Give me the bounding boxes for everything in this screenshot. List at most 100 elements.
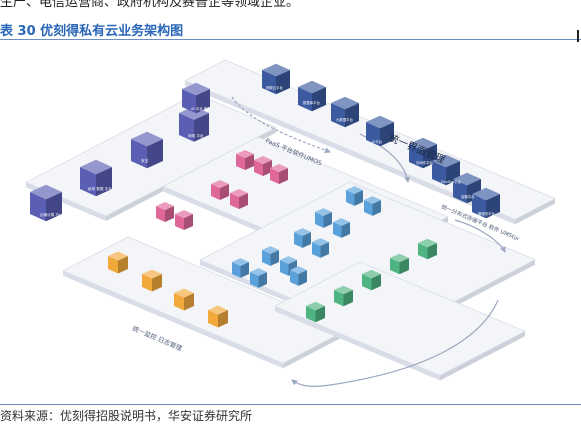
- blue-cube-left: [333, 222, 342, 238]
- blue-cube-top: [312, 238, 329, 246]
- blue-cube-right: [270, 250, 279, 266]
- pink-cube-right: [245, 154, 254, 171]
- pink-cube-left: [175, 214, 184, 231]
- top-cube-label: 大数据平台: [336, 117, 354, 122]
- left-cube-label: 私有 数据 平台: [88, 186, 112, 191]
- blue-cube-left: [262, 250, 271, 266]
- orange-cube: [108, 251, 128, 274]
- blue-cube-left: [232, 262, 241, 278]
- blue-cube-right: [354, 190, 363, 206]
- top-cube-label: DevOps平台: [441, 179, 462, 184]
- green-cube-right: [371, 274, 381, 291]
- blue-cube-right: [323, 212, 332, 228]
- top-cube-top: [453, 172, 481, 186]
- source-row: 资料来源：优刻得招股说明书，华安证券研究所: [0, 404, 581, 423]
- right-border-tick: [577, 30, 579, 42]
- blue-cube: [232, 258, 249, 278]
- top-cube: [453, 172, 481, 204]
- top-cube-top: [432, 154, 460, 168]
- blue-cube-right: [240, 262, 249, 278]
- top-cube-top: [366, 115, 394, 129]
- pink-cube-left: [270, 168, 279, 185]
- top-cube-left: [432, 161, 446, 186]
- pink-cube-right: [220, 184, 229, 201]
- blue-cube-right: [302, 232, 311, 248]
- connector-arrow: [231, 96, 331, 154]
- clipped-top-text: 生产、电信运营商、政府机构及赛普企等领域企业。: [0, 0, 300, 9]
- green-cube-right: [343, 290, 353, 307]
- blue-cube: [294, 228, 311, 248]
- left-cube: [30, 184, 62, 222]
- top-cube-left: [472, 194, 486, 219]
- left-cube-right: [46, 192, 62, 222]
- orange-cube-top: [174, 288, 194, 298]
- blue-cube-left: [250, 272, 259, 288]
- pink-cube: [254, 155, 272, 177]
- orange-cube-left: [174, 293, 184, 311]
- top-cube-left: [298, 87, 312, 112]
- orange-cube-top: [142, 269, 162, 279]
- left-cube-left: [179, 113, 194, 142]
- platform-monitoring-edge: [63, 270, 283, 369]
- blue-cube-left: [290, 270, 299, 286]
- left-cube: [182, 82, 210, 114]
- source-note: 资料来源：优刻得招股说明书，华安证券研究所: [0, 409, 253, 423]
- top-cube-left: [409, 144, 423, 169]
- blue-cube-top: [294, 228, 311, 236]
- green-cube-right: [399, 258, 409, 275]
- blue-cube-left: [346, 190, 355, 206]
- pink-cube: [156, 201, 174, 223]
- blue-cube-top: [333, 218, 350, 226]
- blue-cube-left: [364, 200, 373, 216]
- pink-cube-left: [254, 160, 263, 177]
- left-cube-left: [80, 167, 96, 197]
- figure-title: 表 30 优刻得私有云业务架构图: [0, 24, 184, 39]
- top-cube-left: [366, 122, 380, 147]
- orange-cube-top: [108, 251, 128, 261]
- blue-cube-top: [315, 208, 332, 216]
- blue-cube-left: [280, 260, 289, 276]
- top-cube-label: 微服务平台: [478, 211, 496, 216]
- connector-arrow: [454, 219, 506, 253]
- pink-cube: [236, 149, 254, 171]
- pink-cube-top: [254, 155, 272, 165]
- green-cube: [334, 285, 353, 307]
- pink-cube-right: [263, 160, 272, 177]
- orange-cube: [174, 288, 194, 311]
- green-cube-right: [427, 243, 437, 260]
- blue-cube-left: [294, 232, 303, 248]
- orange-cube-left: [142, 274, 152, 292]
- left-cube-left: [182, 89, 196, 114]
- blue-cube: [312, 238, 329, 258]
- pink-cube-top: [211, 179, 229, 189]
- top-cube-right: [486, 194, 500, 219]
- top-cube: [331, 96, 359, 128]
- blue-cube-top: [262, 246, 279, 254]
- pink-cube-left: [211, 184, 220, 201]
- pink-cube-top: [270, 163, 288, 173]
- top-cube-right: [276, 70, 290, 95]
- green-cube-left: [362, 274, 372, 291]
- platform-green-edge: [275, 306, 440, 381]
- blue-cube: [290, 266, 307, 286]
- pink-cube-right: [184, 214, 193, 231]
- blue-cube: [364, 196, 381, 216]
- orange-cube: [208, 305, 228, 328]
- label-monitoring: 统一监控 日志管理: [131, 324, 184, 353]
- green-cube: [390, 253, 409, 275]
- pink-cube-right: [165, 206, 174, 223]
- figure-title-row: 表 30 优刻得私有云业务架构图: [0, 17, 581, 40]
- connector-arrow: [291, 299, 499, 387]
- pink-cube-right: [239, 193, 248, 210]
- blue-cube-top: [290, 266, 307, 274]
- pink-cube: [211, 179, 229, 201]
- blue-cube-top: [364, 196, 381, 204]
- left-cube-label: 安全: [141, 158, 149, 163]
- green-cube-left: [334, 290, 344, 307]
- blue-cube-right: [372, 200, 381, 216]
- blue-cube-top: [250, 268, 267, 276]
- pink-cube-top: [236, 149, 254, 159]
- left-cube-top: [30, 184, 62, 200]
- pink-cube-left: [230, 193, 239, 210]
- top-cube-right: [312, 87, 326, 112]
